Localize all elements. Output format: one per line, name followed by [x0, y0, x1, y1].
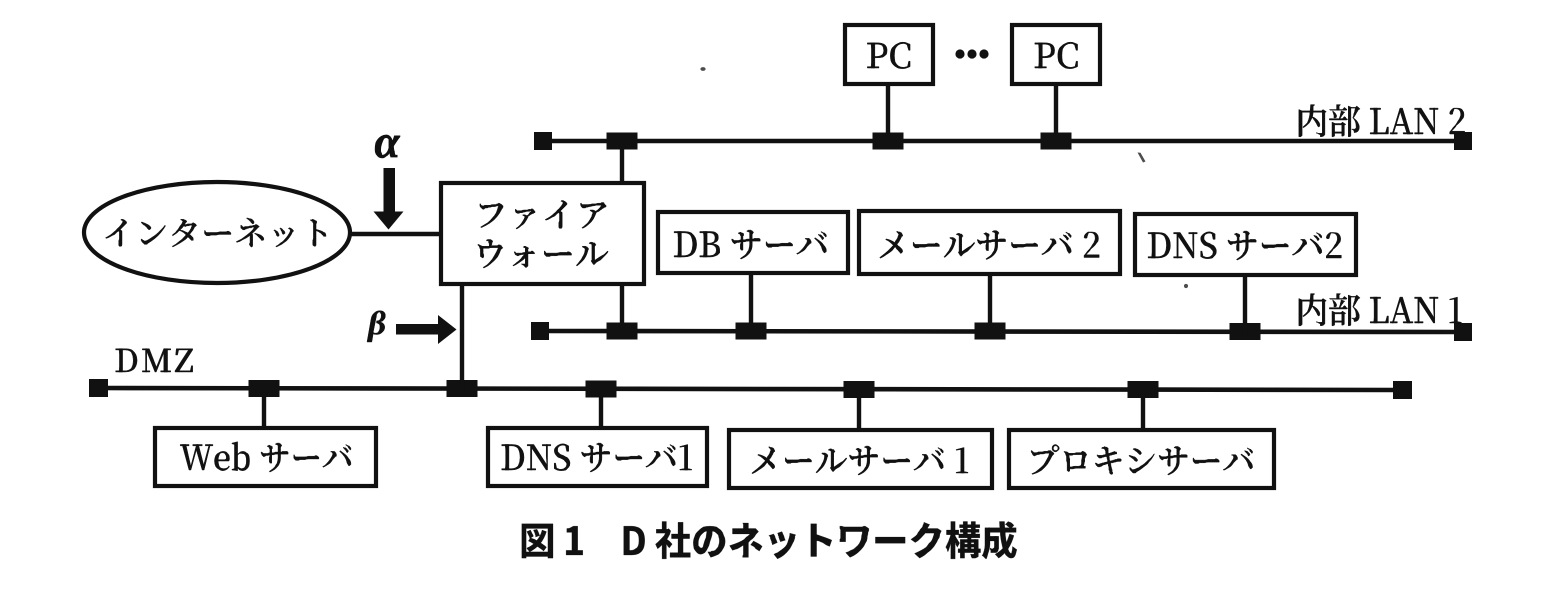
- scan-speck: [1183, 283, 1189, 289]
- glyph: [910, 521, 942, 559]
- node-pc2: [1009, 22, 1103, 87]
- pc-ellipsis: [955, 49, 989, 59]
- glyph: [875, 536, 906, 544]
- dmz-tap-web: [248, 380, 280, 397]
- annotation-beta: [366, 310, 457, 344]
- annotation-alpha: [373, 134, 404, 230]
- glyph: [374, 134, 401, 159]
- firewall-box: [438, 180, 647, 287]
- glyph: [1389, 107, 1414, 135]
- node-mail-server1: [726, 427, 995, 491]
- node-pc1: [842, 22, 936, 87]
- beta-label: [366, 310, 386, 343]
- glyph: [174, 348, 193, 373]
- glyph: [810, 523, 833, 557]
- node-dns-server2: [1132, 211, 1359, 278]
- dmz-tap-mail1: [843, 381, 875, 398]
- dmz-end-right: [1393, 381, 1412, 399]
- glyph: [623, 525, 646, 556]
- glyph: [366, 310, 386, 343]
- node-dns-server1: [485, 425, 710, 489]
- glyph: [1329, 293, 1361, 327]
- glyph: [839, 525, 870, 558]
- dmz-bus: [89, 379, 1412, 399]
- beta-arrow-head: [438, 315, 457, 344]
- glyph: [981, 521, 1018, 560]
- lan2-label: [1298, 104, 1465, 138]
- beta-arrow-shaft: [396, 324, 439, 335]
- glyph: [1414, 296, 1439, 324]
- node-proxy-server: [1006, 427, 1277, 491]
- glyph: [655, 521, 691, 560]
- glyph: [142, 348, 172, 373]
- web-server-box: [152, 425, 379, 489]
- ellipsis-dot-1: [955, 49, 965, 59]
- db-server-box: [655, 209, 851, 276]
- glyph: [1298, 104, 1327, 138]
- node-web-server: [152, 425, 379, 489]
- lan1-bus: [531, 322, 1472, 341]
- dmz-label: [115, 348, 193, 373]
- ellipsis-dot-3: [979, 49, 989, 59]
- glyph: [729, 522, 763, 558]
- alpha-arrow-shaft: [383, 168, 395, 212]
- scan-speck: [700, 67, 706, 71]
- glyph: [1449, 107, 1465, 135]
- glyph: [1449, 296, 1462, 324]
- glyph: [1389, 296, 1414, 324]
- connectors: [261, 84, 1248, 432]
- proxy-server-box: [1006, 427, 1277, 491]
- dmz-end-left: [89, 379, 108, 397]
- dmz-line: [98, 385, 1404, 393]
- alpha-label: [374, 134, 401, 159]
- node-mail-server2: [856, 208, 1123, 277]
- glyph: [565, 525, 584, 556]
- glyph: [521, 523, 554, 559]
- pc1-box: [842, 22, 936, 87]
- scan-speck: [1137, 152, 1146, 163]
- glyph: [768, 531, 797, 560]
- lan2-bus: [534, 132, 1472, 150]
- glyph: [1329, 104, 1361, 138]
- lan1-end-left: [531, 322, 549, 340]
- lan2-end-left: [534, 132, 552, 150]
- glyph: [1369, 107, 1389, 135]
- lan1-end-right: [1454, 323, 1472, 341]
- lan2-end-right: [1454, 132, 1472, 150]
- node-db-server: [655, 209, 851, 276]
- glyph: [1369, 296, 1389, 324]
- lan1-label: [1298, 293, 1462, 327]
- glyph: [692, 525, 726, 558]
- glyph: [1298, 293, 1327, 327]
- glyph: [1414, 107, 1439, 135]
- alpha-arrow-head: [373, 211, 404, 230]
- node-internet: [81, 179, 353, 286]
- dmz-tap-proxy: [1127, 381, 1159, 398]
- scan-artifacts: [700, 67, 1189, 289]
- glyph: [115, 348, 138, 373]
- figure-caption: [521, 521, 1018, 560]
- glyph: [945, 521, 981, 560]
- ellipsis-dot-2: [967, 49, 977, 59]
- pc2-box: [1009, 22, 1103, 87]
- node-firewall: [438, 180, 647, 287]
